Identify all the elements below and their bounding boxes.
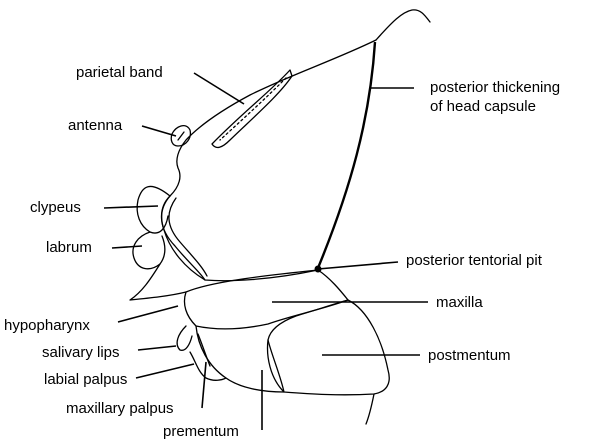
leader-parietal-band: [194, 73, 244, 104]
label-labial-palpus: labial palpus: [44, 371, 127, 388]
hypopharynx-shape: [130, 264, 186, 300]
label-posterior-tentorial-pit: posterior tentorial pit: [406, 252, 543, 269]
posterior-thickening: [318, 42, 375, 268]
label-clypeus: clypeus: [30, 199, 81, 216]
labial-palpus-shape: [190, 352, 226, 380]
postmentum-lower-edge: [366, 394, 374, 424]
label-posterior-thickening-2: of head capsule: [430, 98, 536, 115]
label-posterior-thickening-1: posterior thickening: [430, 79, 560, 96]
label-parietal-band: parietal band: [76, 64, 163, 81]
leader-maxillary-palpus: [202, 362, 206, 408]
labrum-shape: [133, 232, 165, 269]
parietal-band-dots: [220, 78, 286, 140]
leader-labrum: [112, 246, 142, 248]
label-maxilla: maxilla: [436, 294, 483, 311]
frontal-ridge: [162, 196, 205, 280]
clypeus-shape: [137, 186, 170, 233]
label-hypopharynx: hypopharynx: [4, 317, 90, 334]
postmentum-shape: [268, 300, 390, 395]
prementum-shape: [196, 326, 284, 392]
label-prementum: prementum: [163, 423, 239, 439]
leader-hypopharynx: [118, 306, 178, 322]
frontal-ridge-inner: [169, 198, 207, 276]
head-capsule-outline: [162, 40, 376, 281]
label-antenna: antenna: [68, 117, 123, 134]
leader-clypeus: [104, 206, 158, 208]
label-labrum: labrum: [46, 239, 92, 256]
maxillary-palpus-shape: [198, 334, 210, 366]
leader-posterior-tentorial-pit: [318, 262, 398, 269]
leader-labial-palpus: [136, 364, 194, 378]
neck-outline: [376, 10, 430, 40]
label-salivary-lips: salivary lips: [42, 344, 120, 361]
head-drawing: [130, 10, 430, 424]
leader-salivary-lips: [138, 346, 176, 350]
salivary-lips-shape: [177, 326, 192, 350]
label-postmentum: postmentum: [428, 347, 511, 364]
label-maxillary-palpus: maxillary palpus: [66, 400, 174, 417]
leader-lines: [104, 73, 428, 430]
leader-antenna: [142, 126, 176, 136]
antenna-stub: [178, 132, 184, 140]
